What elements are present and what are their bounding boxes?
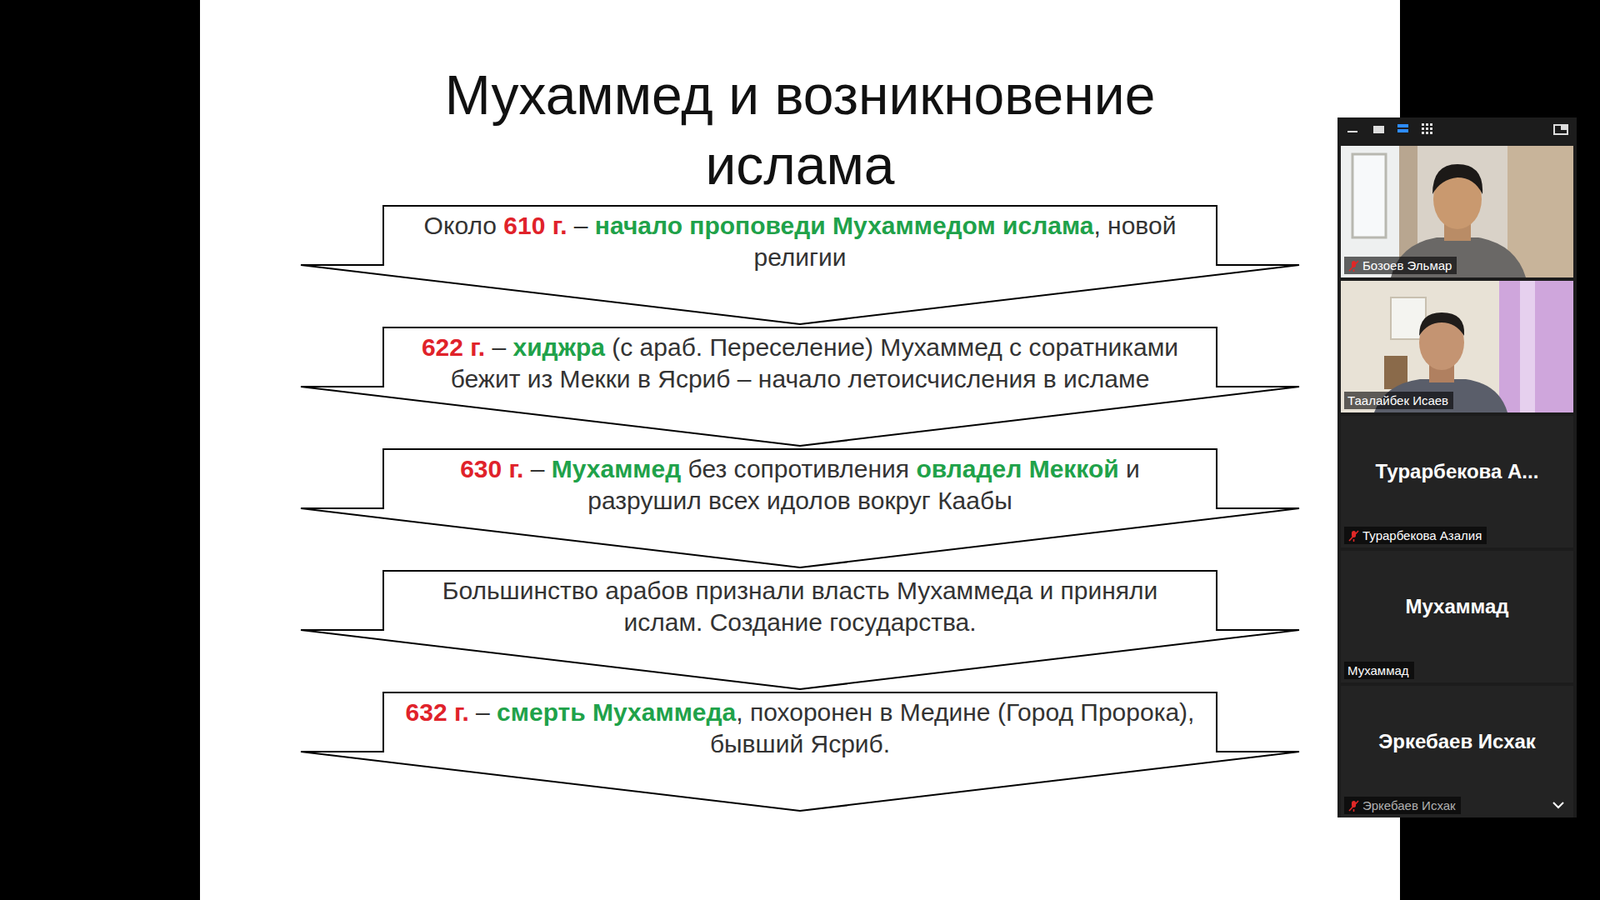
highlight-run: овладел Меккой — [915, 455, 1119, 483]
step-text: Около 610 г. – начало проповеди Мухаммед… — [400, 210, 1200, 274]
highlight-run: 630 г. — [460, 455, 524, 483]
video-tile: Турарбекова А... Турарбекова Азалия — [1340, 415, 1574, 548]
toolbar-icons — [1337, 117, 1577, 145]
name-tag: Бозоев Эльмар — [1344, 256, 1457, 275]
name-tag: Эркебаев Исхак — [1344, 796, 1461, 815]
participant-name: Турарбекова А... — [1345, 459, 1569, 485]
step-text: 630 г. – Мухаммед без сопротивления овла… — [400, 453, 1200, 517]
arrow-step-box: 632 г. – смерть Мухаммеда, похоронен в М… — [300, 691, 1300, 812]
video-tile: МухаммадМухаммад — [1340, 550, 1574, 683]
muted-mic-icon — [1347, 800, 1360, 812]
muted-mic-icon — [1347, 260, 1360, 272]
participant-label: Бозоев Эльмар — [1362, 258, 1452, 273]
arrow-step-box: 630 г. – Мухаммед без сопротивления овла… — [300, 448, 1300, 569]
arrow-step-box: Большинство арабов признали власть Мухам… — [300, 570, 1300, 690]
highlight-run: начало проповеди Мухаммедом ислама — [595, 211, 1095, 240]
participant-label: Таалайбек Исаев — [1347, 393, 1449, 408]
video-tile: Таалайбек Исаев — [1340, 280, 1574, 413]
video-tile: Бозоев Эльмар — [1340, 145, 1574, 278]
step-text: 632 г. – смерть Мухаммеда, похоронен в М… — [400, 696, 1200, 760]
step-text: Большинство арабов признали власть Мухам… — [400, 575, 1200, 639]
highlight-run: 632 г. — [405, 698, 470, 726]
name-tag: Турарбекова Азалия — [1344, 526, 1487, 545]
step-text: 622 г. – хиджра (с араб. Переселение) Му… — [400, 331, 1200, 395]
highlight-run: хиджра — [512, 333, 605, 361]
highlight-run: 622 г. — [421, 333, 485, 361]
video-sidebar: Бозоев Эльмар Таалайбек Исаев Турарбеков… — [1337, 117, 1577, 818]
scroll-chevron — [1551, 800, 1565, 810]
arrow-step-box: 622 г. – хиджра (с араб. Переселение) Му… — [300, 326, 1300, 447]
highlight-run: смерть Мухаммеда — [496, 698, 736, 726]
highlight-run: Мухаммед — [551, 455, 682, 483]
name-tag: Таалайбек Исаев — [1344, 391, 1454, 410]
highlight-run: 610 г. — [503, 211, 567, 240]
participant-label: Эркебаев Исхак — [1362, 798, 1456, 813]
video-tile: Эркебаев ИсхакЭркебаев Исхак — [1340, 685, 1574, 818]
participant-label: Турарбекова Азалия — [1362, 528, 1482, 543]
slide-title: Мухаммед и возникновение ислама — [383, 60, 1217, 200]
arrow-step-box: Около 610 г. – начало проповеди Мухаммед… — [300, 205, 1300, 325]
name-tag: Мухаммад — [1344, 661, 1415, 680]
participant-name: Эркебаев Исхак — [1345, 729, 1569, 755]
participant-label: Мухаммад — [1347, 663, 1410, 678]
muted-mic-icon — [1347, 530, 1360, 542]
participant-name: Мухаммад — [1345, 594, 1569, 620]
